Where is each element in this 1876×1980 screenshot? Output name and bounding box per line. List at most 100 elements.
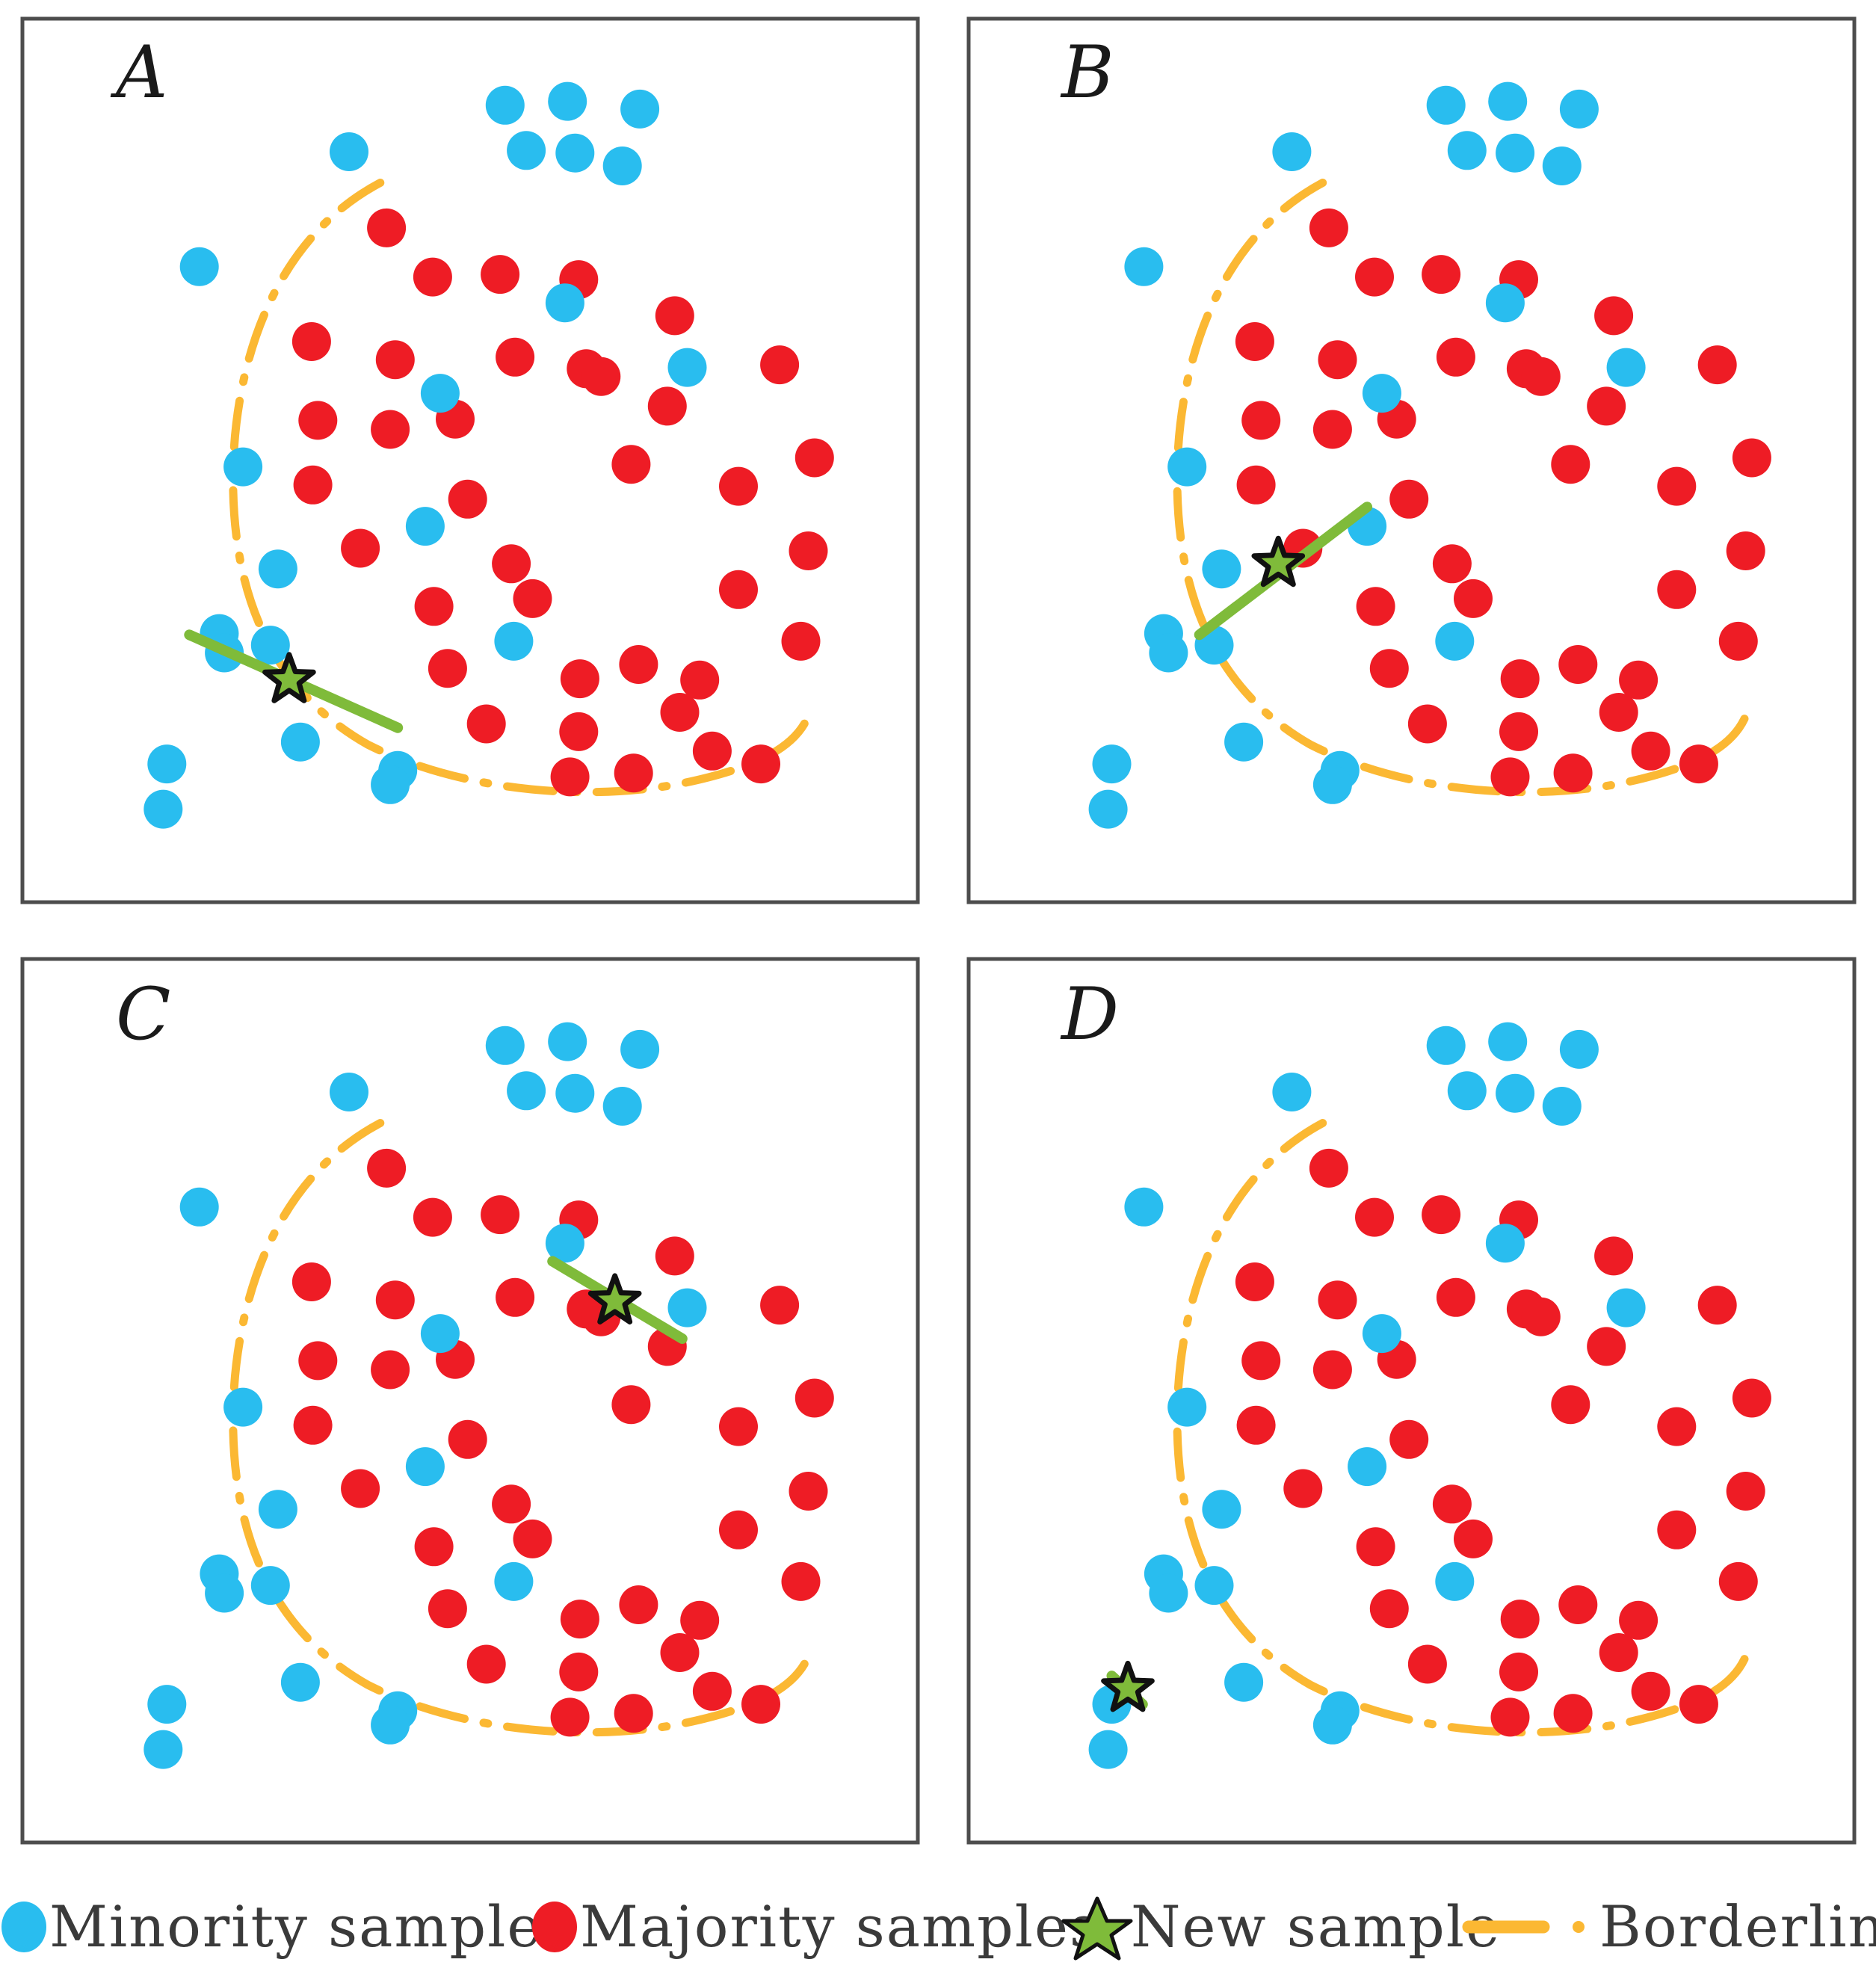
minority-sample-point	[602, 1087, 642, 1126]
majority-sample-point	[619, 1585, 658, 1624]
majority-sample-point	[660, 1633, 700, 1672]
minority-sample-point	[179, 1187, 219, 1227]
minority-sample-point	[1092, 744, 1132, 784]
legend-label-majority: Majority samples	[580, 1893, 1100, 1960]
majority-sample-point	[1432, 544, 1472, 584]
majority-sample-point	[1718, 1561, 1758, 1601]
majority-sample-point	[371, 1350, 410, 1390]
majority-sample-point	[1619, 1600, 1659, 1640]
legend-item-minority: Minority samples	[1, 1893, 571, 1960]
minority-sample-point	[1496, 133, 1535, 173]
majority-sample-point	[1407, 704, 1447, 744]
majority-sample-point	[680, 660, 720, 700]
minority-sample-point	[280, 1662, 320, 1702]
majority-sample-point	[680, 1600, 720, 1640]
majority-sample-point	[492, 1484, 531, 1524]
majority-sample-point	[1587, 386, 1626, 426]
majority-sample-point	[513, 579, 552, 618]
majority-sample-point	[428, 1589, 467, 1629]
majority-sample-point	[1309, 208, 1348, 247]
new-sample-star	[587, 1273, 642, 1324]
minority-sample-point	[507, 1071, 546, 1111]
panel-C-label: C	[116, 972, 170, 1056]
minority-sample-point	[1362, 374, 1401, 413]
majority-sample-point	[298, 401, 338, 440]
majority-sample-point	[1553, 753, 1593, 793]
minority-sample-point	[1088, 789, 1128, 829]
majority-sample-point	[1236, 1405, 1276, 1445]
majority-sample-point	[611, 445, 651, 484]
minority-sample-point	[1447, 1071, 1487, 1111]
legend-item-majority: Majority samples	[532, 1893, 1100, 1960]
minority-sample-point	[1088, 1730, 1128, 1769]
majority-sample-point	[1389, 1419, 1429, 1459]
majority-sample-point	[559, 712, 599, 751]
minority-sample-point	[1485, 1224, 1525, 1263]
majority-sample-point	[619, 645, 658, 684]
minority-sample-point	[179, 247, 219, 286]
panel-B-label: B	[1060, 31, 1114, 114]
minority-sample-point	[507, 131, 546, 170]
majority-sample-point	[428, 649, 467, 688]
minority-sample-point	[1124, 1187, 1164, 1227]
majority-sample-point	[291, 1262, 331, 1301]
minority-sample-point	[602, 147, 642, 185]
minority-sample-point	[1348, 1447, 1387, 1487]
majority-sample-point	[1241, 401, 1281, 440]
minority-sample-point	[1272, 1073, 1312, 1111]
minority-sample-point	[1202, 1490, 1241, 1529]
majority-sample-point	[1619, 660, 1659, 700]
minority-sample-point	[545, 283, 584, 323]
minority-sample-point	[1435, 621, 1475, 661]
minority-sample-point	[205, 1573, 244, 1613]
minority-sample-point	[405, 1447, 445, 1487]
majority-sample-point	[789, 1472, 828, 1511]
majority-sample-point	[1436, 337, 1475, 377]
minority-sample-point	[1312, 765, 1352, 804]
majority-sample-point	[1312, 1350, 1352, 1390]
majority-sample-point	[1726, 1472, 1765, 1511]
legend-item-borderline: Borderline	[1462, 1893, 1876, 1960]
majority-sample-point	[1599, 1633, 1638, 1672]
majority-sample-point	[481, 255, 520, 294]
borderline-curve	[229, 1119, 812, 1737]
majority-sample-point	[448, 1419, 487, 1459]
majority-sample-point	[1312, 410, 1352, 449]
majority-sample-point	[1283, 1469, 1323, 1508]
majority-sample-point	[1631, 1671, 1670, 1711]
minority-sample-point	[1224, 722, 1264, 762]
minority-sample-point	[1426, 1026, 1466, 1065]
majority-sample-point	[1697, 1286, 1737, 1325]
majority-sample-point	[513, 1519, 552, 1558]
majority-sample-point	[1631, 731, 1670, 771]
majority-sample-point	[375, 1280, 415, 1320]
minority-sample-point	[1559, 1029, 1599, 1069]
minority-sample-point	[485, 85, 525, 125]
minority-sample-point	[1559, 89, 1599, 129]
majority-sample-point	[760, 345, 800, 385]
legend-label-borderline: Borderline	[1599, 1893, 1876, 1960]
minority-sample-point	[1167, 1387, 1207, 1427]
majority-sample-point	[298, 1341, 338, 1381]
majority-sample-point	[1697, 345, 1737, 385]
legend: Minority samples Majority samples New sa…	[1, 1893, 1876, 1961]
minority-sample-point	[1488, 1022, 1528, 1061]
minority-sample-point	[144, 789, 183, 829]
minority-sample-point	[250, 1566, 290, 1606]
minority-sample-point	[494, 1561, 534, 1601]
majority-sample-point	[655, 1236, 694, 1276]
majority-sample-point	[719, 1407, 758, 1446]
majority-sample-point	[1599, 693, 1638, 732]
minority-sample-point	[147, 744, 187, 784]
minority-sample-point	[548, 81, 587, 121]
majority-sample-point	[1657, 466, 1697, 506]
minority-sample-point	[1542, 147, 1582, 185]
minority-sample-point	[1496, 1073, 1535, 1113]
majority-sample-point	[1587, 1327, 1626, 1366]
majority-sample-point	[466, 704, 506, 744]
majority-sample-point	[719, 1510, 758, 1549]
minority-sample-point	[548, 1022, 587, 1061]
majority-sample-point	[1356, 587, 1395, 626]
majority-sample-point	[1594, 1236, 1634, 1276]
minority-sample-point	[1542, 1087, 1582, 1126]
